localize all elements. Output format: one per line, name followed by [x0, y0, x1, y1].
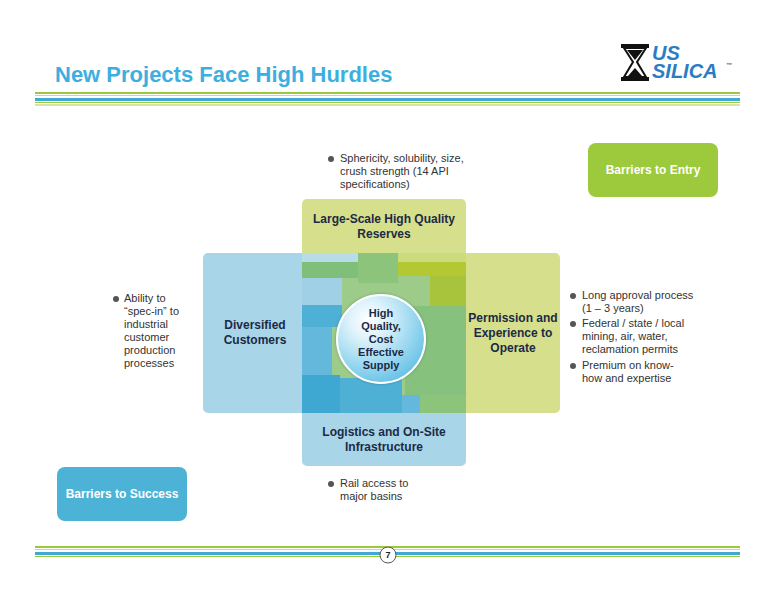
- bullet-note: Rail access to major basins: [340, 477, 424, 503]
- node-label: Barriers to Entry: [588, 143, 718, 197]
- trademark-mark: ™: [726, 62, 732, 68]
- bullet-dot: [570, 321, 576, 327]
- bullet-note: Premium on know-how and expertise: [582, 359, 682, 385]
- node-label: Permission and Experience to Operate: [466, 253, 560, 413]
- bullet-dot: [328, 156, 334, 162]
- node-label: High Quality, Cost Effective Supply: [350, 304, 412, 374]
- supply-circle: High Quality, Cost Effective Supply: [336, 294, 426, 384]
- bullet-note: Federal / state / local mining, air, wat…: [582, 317, 700, 356]
- node-label: Large-Scale High Quality Reserves: [312, 207, 456, 247]
- bullet-dot: [570, 363, 576, 369]
- bullet-dot: [328, 481, 334, 487]
- node-label: Barriers to Success: [57, 467, 187, 521]
- page-number: 7: [380, 549, 396, 561]
- node-label: Diversified Customers: [207, 253, 303, 413]
- node-label: Logistics and On-Site Infrastructure: [312, 416, 456, 464]
- bullet-note: Sphericity, solubility, size, crush stre…: [340, 152, 468, 191]
- bullet-dot: [570, 293, 576, 299]
- barrier-badge: Barriers to Success: [57, 467, 187, 521]
- bullet-note: Ability to “spec-in” to industrial custo…: [124, 292, 190, 370]
- logo-word: SILICA: [652, 60, 718, 83]
- slide-title: New Projects Face High Hurdles: [55, 62, 392, 88]
- hourglass-icon: [621, 44, 649, 81]
- bullet-dot: [113, 296, 119, 302]
- barrier-badge: Barriers to Entry: [588, 143, 718, 197]
- bullet-note: Long approval process (1 – 3 years): [582, 289, 700, 315]
